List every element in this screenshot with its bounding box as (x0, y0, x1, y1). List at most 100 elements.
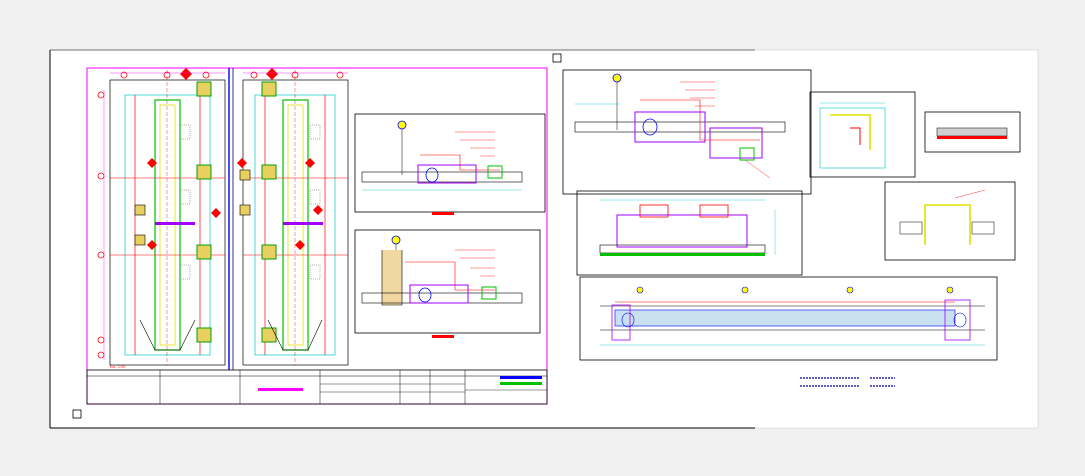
plan-b-pit-4[interactable] (261, 327, 277, 343)
plan-b-box-2[interactable] (239, 169, 251, 181)
plan-b-hatch-2 (309, 189, 321, 205)
section-1-red-run (420, 154, 500, 171)
plan-b-diamond-1[interactable] (266, 68, 278, 80)
detail-square-frame (809, 91, 916, 178)
detail-long-channel (614, 309, 956, 327)
title-block-legend-blue (500, 376, 542, 379)
plan-b-marker-3[interactable] (336, 71, 344, 79)
detail-middle-block-2 (699, 204, 729, 218)
detail-u-left-block (899, 221, 923, 235)
detail-slab (924, 111, 1021, 153)
plan-a-box-1[interactable] (134, 204, 146, 216)
plan-a-diamond-4[interactable] (211, 208, 221, 218)
plan-a-pit-4[interactable] (196, 327, 212, 343)
section-1-pipe-box (417, 164, 477, 184)
plan-a-diamond-1[interactable] (180, 68, 192, 80)
plan-a-purple-band (155, 222, 195, 225)
section-2-frame (354, 229, 541, 334)
plan-a-hatch-1 (179, 124, 191, 140)
section-1-fitting (487, 165, 503, 179)
plan-a-marker-2[interactable] (163, 71, 171, 79)
plan-a-inner (124, 94, 211, 356)
detail-long-marker-3[interactable] (846, 286, 854, 294)
title-block: Esc. 1:50 (86, 365, 548, 405)
plan-sheet: Esc. 1:50 (86, 67, 548, 405)
plan-b-marker-1[interactable] (250, 71, 258, 79)
detail-square-red (850, 127, 861, 145)
plan-b-diamond-3[interactable] (305, 158, 315, 168)
plan-b-taper (267, 319, 323, 351)
section-2-wall (381, 250, 403, 306)
section-detail-1 (354, 113, 546, 215)
plan-b-pit-1[interactable] (261, 81, 277, 97)
section-1-scale-tag (432, 212, 454, 215)
detail-top-ground (574, 121, 786, 133)
plan-b-purple-band (283, 222, 323, 225)
detail-slab-frame (924, 111, 1021, 153)
floor-plan-a (97, 68, 226, 366)
plan-a-taper (139, 319, 196, 351)
detail-views (562, 69, 1021, 387)
plan-b-box-1[interactable] (239, 204, 251, 216)
detail-long-marker-2[interactable] (741, 286, 749, 294)
plan-b-outline (242, 79, 349, 366)
corner-marker-bottom[interactable] (72, 409, 82, 419)
corner-marker-top[interactable] (552, 53, 562, 63)
detail-square-body (819, 107, 886, 169)
detail-long-pipe-left (621, 312, 635, 328)
section-2-level-marker[interactable] (391, 235, 401, 245)
detail-top-pipe-box (634, 111, 706, 143)
detail-u-frame (884, 181, 1016, 261)
detail-u-channel (884, 181, 1016, 261)
detail-u-right-block (971, 221, 995, 235)
plan-a-diamond-2[interactable] (147, 158, 157, 168)
detail-slab-red (937, 136, 1007, 139)
title-block-sheet-title-bar (258, 388, 303, 391)
section-2-red-run (405, 261, 495, 291)
plan-a-hatch-3 (179, 264, 191, 280)
detail-long-frame (579, 276, 998, 361)
plan-b-marker-2[interactable] (291, 71, 299, 79)
plan-b-diamond-2[interactable] (237, 158, 247, 168)
detail-middle-green (600, 253, 765, 256)
title-block-frame (86, 369, 548, 405)
plan-a-marker-3[interactable] (202, 71, 210, 79)
section-1-pipe (425, 167, 439, 183)
plan-a-diamond-3[interactable] (147, 240, 157, 250)
plan-a-hatch-2 (179, 189, 191, 205)
detail-top-well (709, 127, 763, 159)
plan-b-pit-2[interactable] (261, 164, 277, 180)
detail-top-fitting (739, 147, 755, 161)
detail-long-right-wall (944, 299, 971, 341)
detail-long-pipe-right (953, 312, 967, 328)
section-2-fitting (481, 286, 497, 300)
detail-u-yellow (924, 204, 971, 245)
section-2-pipe-box (409, 284, 469, 304)
plan-a-pit-2[interactable] (196, 164, 212, 180)
section-2-pipe (418, 287, 432, 303)
plan-b-diamond-5[interactable] (295, 240, 305, 250)
plan-a-pit-1[interactable] (196, 81, 212, 97)
plan-a-pit-3[interactable] (196, 244, 212, 260)
plan-a-box-2[interactable] (134, 234, 146, 246)
detail-square-yellow (830, 114, 871, 150)
section-1-level-marker[interactable] (397, 120, 407, 130)
detail-slab-body (936, 127, 1008, 137)
detail-long-left-wall (611, 304, 631, 341)
plan-b-pit-3[interactable] (261, 244, 277, 260)
notes-block (800, 377, 895, 387)
section-1-ground (361, 171, 523, 183)
plan-a-marker-1[interactable] (120, 71, 128, 79)
detail-top-pipe (642, 118, 658, 136)
plan-b-hatch-3 (309, 264, 321, 280)
scale-note: Esc. 1:50 (110, 365, 126, 369)
floor-plan-b (237, 68, 349, 366)
detail-middle-block-1 (639, 204, 669, 218)
detail-top-frame (562, 69, 812, 195)
plan-b-diamond-4[interactable] (313, 205, 323, 215)
detail-top-level-marker[interactable] (612, 73, 622, 83)
detail-long-marker-4[interactable] (946, 286, 954, 294)
plan-b-hatch-1 (309, 124, 321, 140)
detail-long-marker-1[interactable] (636, 286, 644, 294)
